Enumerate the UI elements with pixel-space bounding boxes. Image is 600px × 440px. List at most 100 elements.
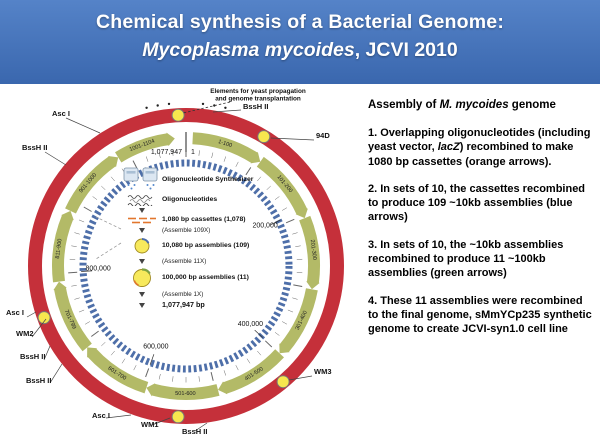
legend-label: (Assemble 11X)	[162, 257, 207, 265]
legend-label: (Assemble 1X)	[162, 290, 204, 298]
scale-tick	[145, 368, 150, 378]
coordinate-label: 600,000	[143, 344, 168, 351]
site-label: BssH II	[243, 102, 268, 111]
site-label: WM3	[314, 367, 332, 376]
scale-tick	[158, 373, 161, 380]
step-1-gene: lacZ	[437, 141, 460, 154]
slide-title-line1: Chemical synthesis of a Bacterial Genome…	[95, 11, 505, 33]
segment-label: 201-300	[309, 239, 318, 260]
assembly-arrowhead	[108, 156, 119, 168]
scale-tick	[110, 176, 115, 182]
site-label: Asc I	[6, 308, 24, 317]
origin-bp-label: 1,077,947	[151, 149, 182, 156]
species-name: M. mycoides	[439, 99, 509, 111]
assembly-description: Assembly of M. mycoides genome 1. Overla…	[368, 98, 592, 350]
coordinate-pointer	[254, 329, 264, 338]
assembly-100kb-arrow	[65, 156, 117, 214]
scale-tick	[293, 284, 303, 287]
scale-tick	[264, 340, 273, 348]
scale-tick	[172, 376, 174, 382]
scale-tick	[101, 342, 106, 347]
assembly-100kb-arrow	[279, 288, 318, 353]
down-arrow-icon	[139, 302, 145, 308]
final-genome-ring	[28, 108, 344, 424]
scale-tick	[246, 358, 251, 364]
scale-tick	[285, 218, 295, 224]
legend-row-final-genome: 1,077,947 bp	[122, 299, 262, 311]
assembly-arrowhead	[87, 347, 98, 358]
legend-label: 1,080 bp cassettes (1,078)	[162, 216, 246, 224]
scale-tick	[74, 232, 80, 235]
assembly-arrowhead	[295, 208, 308, 219]
site-leader-line	[105, 414, 132, 419]
species-name-title: Mycoplasma mycoides	[142, 39, 355, 61]
scale-tick	[110, 350, 115, 356]
legend-label: (Assemble 109X)	[162, 226, 211, 234]
scale-tick	[223, 156, 227, 162]
scale-tick	[257, 350, 262, 356]
assembly-arrowhead	[306, 281, 320, 290]
legend-row-assemble-11x: (Assemble 11X)	[122, 257, 262, 266]
step-1-post: ) recombined to make 1080 bp cassettes (…	[368, 141, 574, 168]
coordinate-label: 800,000	[85, 266, 110, 273]
scale-tick	[266, 185, 271, 190]
site-label: BssH II	[26, 376, 51, 385]
legend-label: 10,080 bp assemblies (109)	[162, 242, 250, 250]
assembly-arrowhead	[250, 151, 261, 164]
segment-label: 1-100	[217, 139, 232, 149]
scale-tick	[245, 167, 252, 176]
scale-tick	[121, 358, 126, 364]
scale-tick	[133, 365, 137, 371]
restriction-site-dot	[156, 104, 159, 107]
callout-leader-line	[182, 101, 231, 114]
site-label: BssH II	[20, 352, 45, 361]
oligonucleotide-synthesizer-icon	[122, 167, 162, 193]
callout-line2: and genome transplantation	[215, 96, 301, 103]
site-leader-line	[288, 375, 313, 381]
legend-row-oligonucleotides: Oligonucleotides	[122, 193, 262, 207]
coordinate-pointer	[81, 270, 93, 272]
scale-tick	[235, 161, 239, 167]
yeast-circle-100kb-icon	[122, 267, 162, 289]
callout-line1: Elements for yeast propagation	[210, 88, 306, 95]
legend-row-assemble-1x: (Assemble 1X)	[122, 290, 262, 299]
site-leader-line	[26, 311, 37, 318]
assembly-arrowhead	[53, 281, 67, 291]
scale-tick	[257, 176, 262, 182]
coordinate-label: 200,000	[252, 222, 277, 229]
site-label: BssH II	[22, 143, 47, 152]
step-4: 4. These 11 assemblies were recombined t…	[368, 294, 592, 336]
site-leader-line	[43, 345, 51, 361]
oligonucleotides-icon	[122, 194, 162, 206]
assembly-100kb-arrow	[115, 133, 170, 163]
site-label: Asc I	[92, 411, 110, 420]
assembly-arrowhead	[166, 132, 175, 147]
coordinate-pointer	[270, 219, 281, 226]
heading-pre: Assembly of	[368, 99, 440, 111]
assembly-100kb-arrow	[53, 287, 92, 352]
site-leader-line	[44, 151, 67, 166]
site-leader-line	[194, 422, 208, 432]
marker-dot-94D	[257, 130, 271, 144]
assembly-100kb-arrow	[222, 349, 284, 394]
slide-title-line2: Mycoplasma mycoides, JCVI 2010	[0, 39, 600, 62]
genome-map-diagram: 1-100101-200201-300301-400401-500501-600…	[6, 88, 344, 436]
legend-row-100kb: 100,000 bp assemblies (11)	[122, 266, 262, 290]
down-arrow-icon	[139, 228, 145, 233]
site-leader-line	[49, 363, 63, 384]
restriction-site-dot	[145, 106, 148, 109]
origin-start-label: 1	[191, 149, 195, 156]
scale-tick	[211, 152, 214, 159]
site-leader-line	[212, 109, 242, 113]
legend-label: 1,077,947 bp	[162, 299, 205, 309]
scale-tick	[274, 332, 280, 336]
scale-tick	[92, 196, 98, 200]
yeast-circle-10kb-icon	[122, 236, 162, 256]
site-label: Asc I	[52, 109, 70, 118]
scale-tick	[91, 330, 99, 337]
scale-tick	[84, 321, 91, 325]
legend-label: Oligonucleotides	[162, 196, 218, 204]
scale-tick	[295, 245, 301, 247]
coordinate-pointer	[149, 354, 155, 365]
scale-tick	[235, 365, 239, 371]
